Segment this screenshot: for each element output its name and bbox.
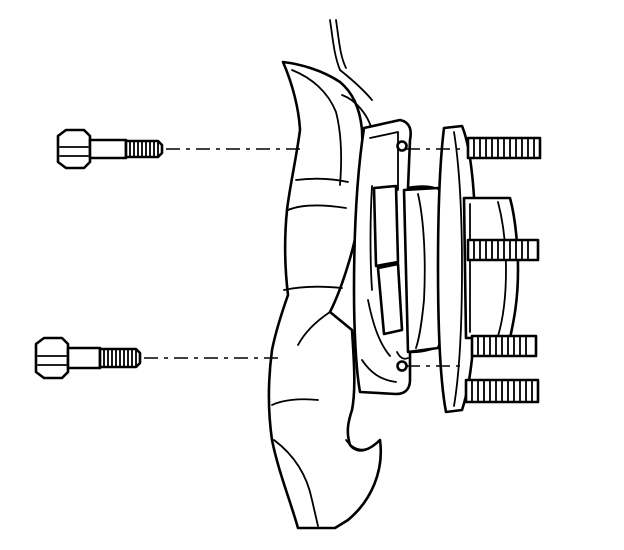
steering-knuckle-icon (267, 19, 383, 530)
upper-hub-bolt-icon (56, 128, 164, 170)
lower-hub-bolt-icon (34, 336, 142, 380)
wheel-stud-icon (464, 136, 542, 404)
assembly-center-lines (144, 148, 466, 367)
wheel-hub-bearing-icon (402, 124, 520, 414)
